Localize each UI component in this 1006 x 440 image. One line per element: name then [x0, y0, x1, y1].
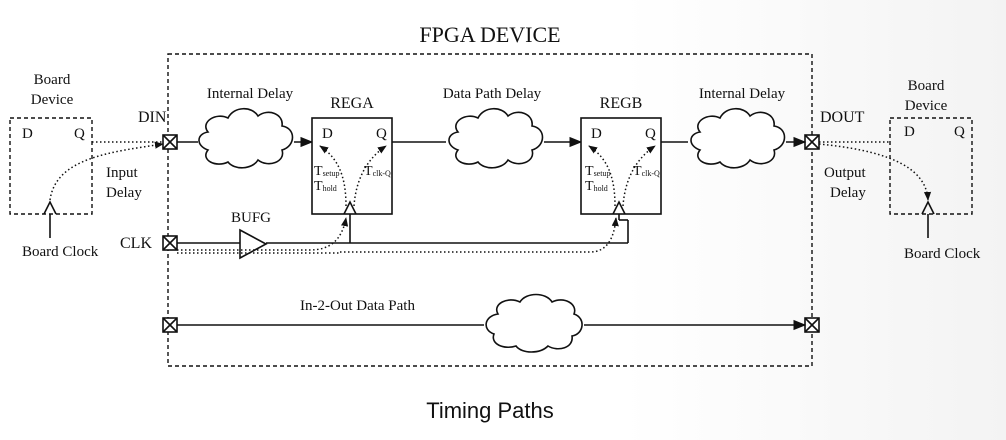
regb-pin-d: D	[591, 126, 602, 142]
regb-name: REGB	[600, 95, 643, 112]
in2out-cloud	[485, 293, 583, 353]
input-delay-label-2: Delay	[106, 185, 142, 201]
rega-tclkq: Tclk-Q	[364, 164, 391, 179]
left-board-clock-label: Board Clock	[22, 244, 99, 260]
right-board-title-1: Board	[908, 78, 945, 94]
data-path-delay-label: Data Path Delay	[443, 86, 542, 102]
bufg-label: BUFG	[231, 210, 271, 226]
dout-label: DOUT	[820, 109, 865, 126]
din-port-icon	[162, 134, 178, 150]
right-board-device	[889, 117, 973, 215]
fpga-device-boundary	[167, 53, 813, 367]
right-board-pin-d: D	[904, 124, 915, 140]
rega-setup-curve	[319, 145, 347, 207]
regb-register	[580, 117, 662, 215]
rega-pin-q: Q	[376, 126, 387, 142]
right-board-title-2: Device	[905, 98, 948, 114]
regb-tsetup: Tsetup	[585, 164, 610, 179]
left-board-pin-d: D	[22, 126, 33, 142]
left-board-title-1: Board	[34, 72, 71, 88]
left-board-pin-q: Q	[74, 126, 85, 142]
output-delay-curve	[818, 143, 932, 201]
right-board-clock-label: Board Clock	[904, 246, 981, 262]
internal-delay-right-cloud	[690, 107, 786, 169]
regb-pin-q: Q	[645, 126, 656, 142]
rega-name: REGA	[330, 95, 374, 112]
input-delay-curve	[49, 141, 164, 201]
regb-clkq-curve	[622, 145, 656, 207]
dout-port-icon	[804, 134, 820, 150]
clk-label: CLK	[120, 235, 152, 252]
regb-thold: Thold	[585, 179, 608, 194]
figure-caption: Timing Paths	[426, 398, 554, 423]
left-board-clock-triangle	[43, 200, 57, 215]
data-path-delay-cloud	[448, 107, 544, 169]
left-board-title-2: Device	[31, 92, 74, 108]
rega-clock-triangle	[343, 200, 357, 215]
in2out-label: In-2-Out Data Path	[300, 298, 415, 314]
internal-delay-right-label: Internal Delay	[699, 86, 786, 102]
input-delay-label-1: Input	[106, 165, 138, 181]
clock-delay-to-rega	[177, 217, 349, 251]
rega-register	[311, 117, 393, 215]
rega-tsetup: Tsetup	[314, 164, 339, 179]
device-title: FPGA DEVICE	[419, 22, 560, 47]
output-delay-label-1: Output	[824, 165, 867, 181]
clk-port-icon	[162, 235, 178, 251]
regb-tclkq: Tclk-Q	[633, 164, 660, 179]
rega-pin-d: D	[322, 126, 333, 142]
right-board-clock-triangle	[921, 200, 935, 215]
clock-delay-to-regb	[340, 217, 619, 253]
internal-delay-left-label: Internal Delay	[207, 86, 294, 102]
in2out-input-port-icon	[162, 317, 178, 333]
rega-thold: Thold	[314, 179, 337, 194]
rega-clkq-curve	[353, 145, 387, 207]
in2out-output-port-icon	[804, 317, 820, 333]
regb-setup-curve	[588, 145, 616, 207]
regb-clock-triangle	[612, 200, 626, 215]
din-label: DIN	[138, 109, 167, 126]
right-board-pin-q: Q	[954, 124, 965, 140]
output-delay-label-2: Delay	[830, 185, 866, 201]
left-board-device	[9, 117, 93, 215]
bufg-buffer-icon	[239, 228, 268, 260]
internal-delay-left-cloud	[198, 107, 294, 169]
